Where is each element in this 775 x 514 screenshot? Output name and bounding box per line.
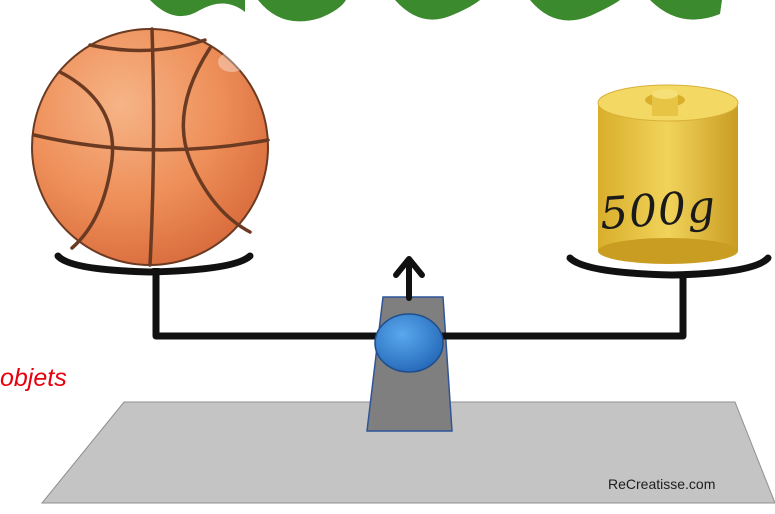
right-pan bbox=[566, 254, 772, 279]
basketball-icon bbox=[31, 27, 270, 267]
pivot-icon bbox=[374, 313, 444, 373]
arrow-up-icon bbox=[393, 256, 425, 301]
credit-watermark: ReCreatisse.com bbox=[608, 476, 716, 492]
caption-text: objets bbox=[0, 364, 67, 392]
left-pan bbox=[54, 252, 254, 276]
weight-label: 500g bbox=[598, 181, 718, 240]
weight-icon bbox=[597, 84, 739, 264]
table-surface bbox=[40, 401, 775, 504]
top-decoration bbox=[150, 0, 722, 22]
